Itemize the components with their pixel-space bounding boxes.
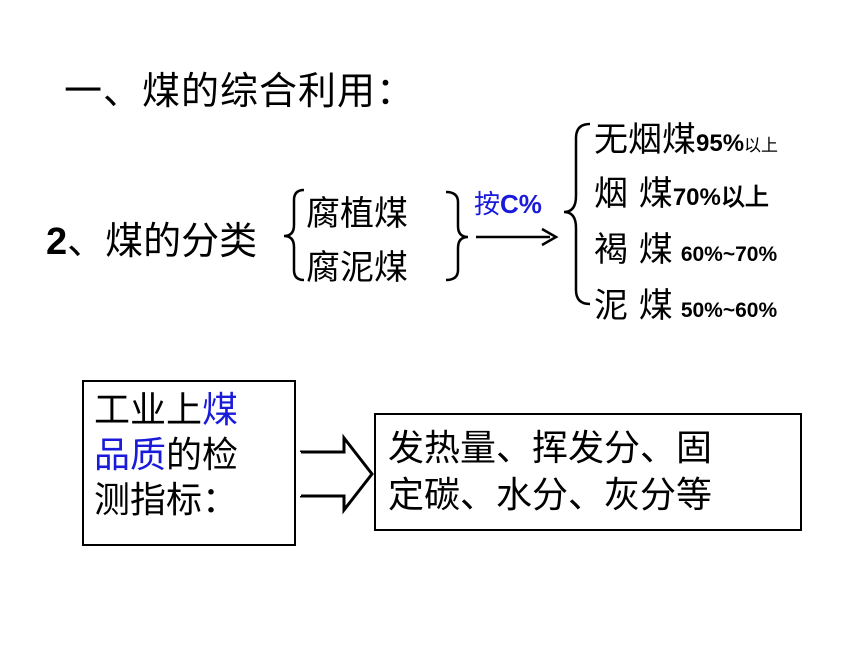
- indicators-line-1: 发热量、挥发分、固: [388, 428, 713, 469]
- indicators-box: 发热量、挥发分、固定碳、水分、灰分等: [374, 413, 802, 531]
- page-title: 一、煤的综合利用：: [64, 69, 416, 113]
- coal-quality-box: 工业上煤品质的检测指标：: [82, 380, 296, 546]
- quality-text-2: 的检: [166, 435, 239, 476]
- indicators-line-2: 定碳、水分、灰分等: [388, 475, 713, 516]
- coal-name: 褐 煤: [594, 230, 673, 270]
- carbon-suffix: 以上: [720, 184, 769, 211]
- quality-highlight-quality: 品质: [94, 435, 167, 476]
- left-brace: [283, 188, 305, 282]
- quality-text-3: 测指标：: [94, 480, 239, 521]
- basis-prefix: 按: [474, 190, 501, 220]
- basis-value: C%: [500, 189, 542, 219]
- item-number: 2: [46, 221, 68, 263]
- carbon-percentage: 95%: [696, 130, 745, 157]
- coal-name: 泥 煤: [594, 286, 673, 326]
- classification-label: 2、煤的分类: [46, 210, 257, 265]
- classification-text: 、煤的分类: [67, 219, 258, 263]
- coal-type-anthracite: 无烟煤95%以上: [594, 112, 778, 161]
- source-sapropelic-coal: 腐泥煤: [306, 248, 408, 288]
- quality-text-1: 工业上: [94, 390, 203, 431]
- block-arrow-icon: [300, 433, 374, 515]
- coal-type-peat: 泥 煤 50%~60%: [594, 278, 777, 327]
- right-brace: [445, 190, 469, 282]
- carbon-percentage: 60%~70%: [680, 243, 778, 266]
- classification-arrow-head: [541, 227, 559, 247]
- coal-name: 烟 煤: [594, 174, 673, 214]
- carbon-suffix: 以上: [744, 136, 779, 156]
- carbon-percentage: 50%~60%: [680, 299, 778, 322]
- coal-name: 无烟煤: [594, 120, 696, 160]
- source-humic-coal: 腐植煤: [306, 194, 408, 234]
- quality-highlight-coal: 煤: [202, 390, 239, 431]
- coal-type-bituminous: 烟 煤70%以上: [594, 166, 769, 215]
- carbon-percentage: 70%: [672, 184, 721, 211]
- coal-types-brace: [563, 122, 591, 306]
- coal-type-lignite: 褐 煤 60%~70%: [594, 222, 777, 271]
- classification-basis: 按C%: [474, 184, 542, 221]
